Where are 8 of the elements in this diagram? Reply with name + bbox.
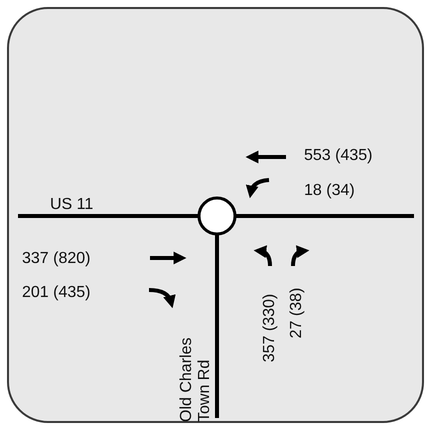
road-name: Old Charles Town Rd xyxy=(178,336,214,422)
volume-label: 357 (330) xyxy=(261,294,279,362)
volume-label: 27 (38) xyxy=(288,288,306,338)
volume-label: 553 (435) xyxy=(304,147,372,165)
road-name: US 11 xyxy=(50,196,94,214)
volume-label: 18 (34) xyxy=(304,182,355,200)
volume-label: 337 (820) xyxy=(22,250,90,268)
volume-label: 201 (435) xyxy=(22,284,90,302)
